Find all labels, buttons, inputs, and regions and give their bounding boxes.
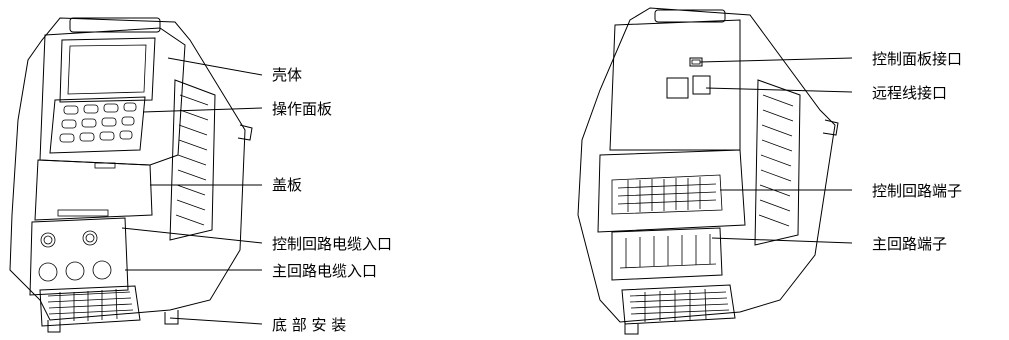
label-control-cable-entry: 控制回路电缆入口 — [272, 235, 393, 253]
label-panel-interface: 控制面板接口 — [872, 50, 963, 68]
label-control-terminals: 控制回路端子 — [872, 182, 963, 200]
label-operation-panel: 操作面板 — [272, 100, 333, 118]
control-terminal-pins — [617, 177, 717, 212]
left-leaders — [121, 57, 263, 325]
side-vent-right — [754, 79, 801, 246]
remote-port-right — [692, 75, 711, 95]
right-inverter-drawing — [577, 7, 839, 335]
label-remote-interface: 远程线接口 — [872, 84, 948, 102]
display-inner — [67, 44, 147, 95]
control-port-1 — [40, 232, 56, 248]
main-port-1 — [38, 262, 58, 282]
label-cover-plate: 盖板 — [272, 176, 303, 194]
cover-plate-shape — [34, 159, 153, 221]
keypad-buttons — [59, 102, 137, 143]
label-main-cable-entry: 主回路电缆入口 — [272, 262, 378, 280]
side-vent — [169, 79, 216, 241]
label-housing: 壳体 — [272, 66, 303, 84]
housing-outline-right — [577, 7, 836, 323]
main-port-3 — [92, 260, 112, 280]
cover-slot — [94, 162, 116, 169]
bottom-vent — [39, 285, 141, 327]
bottom-vent-right — [621, 284, 736, 325]
main-terminal-screws — [619, 234, 717, 269]
main-terminal-block — [611, 227, 723, 281]
top-panel-right — [609, 19, 741, 151]
control-port-2 — [82, 230, 98, 246]
housing-outline — [9, 17, 246, 321]
right-leaders — [699, 57, 853, 244]
display-window — [59, 37, 156, 103]
main-port-2 — [65, 261, 85, 281]
remote-port-left — [666, 77, 689, 99]
label-bottom-mount: 底 部 安 装 — [272, 316, 347, 334]
left-inverter-drawing — [9, 17, 253, 333]
cover-lip — [57, 209, 109, 217]
label-main-terminals: 主回路端子 — [872, 235, 948, 253]
control-terminal-area — [597, 149, 746, 233]
keypad-frame — [49, 96, 146, 154]
cable-entry-block — [29, 217, 129, 296]
top-tab — [69, 17, 161, 33]
